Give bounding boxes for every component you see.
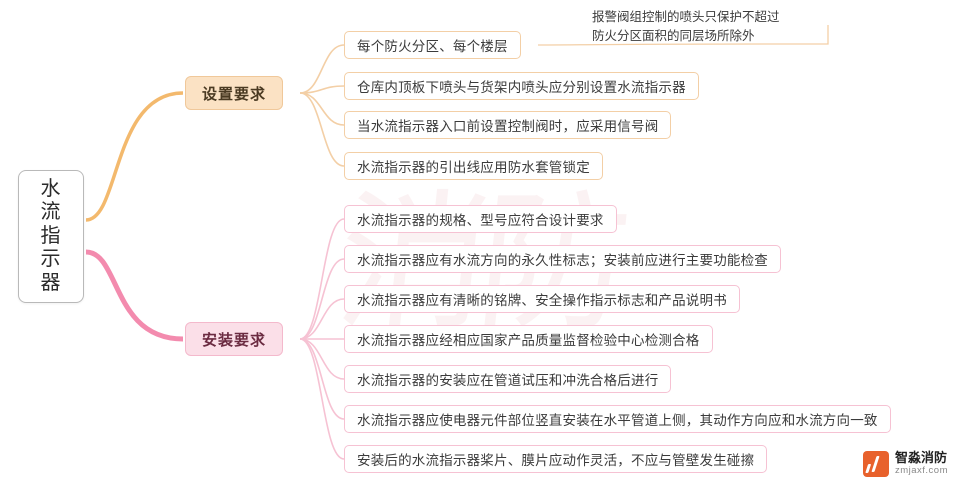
leaf-setup-1[interactable]: 每个防火分区、每个楼层 <box>344 31 521 59</box>
branch-node-install[interactable]: 安装要求 <box>185 322 284 356</box>
leaf-install-5[interactable]: 水流指示器的安装应在管道试压和冲洗合格后进行 <box>344 365 672 393</box>
branch-node-install-label: 安装要求 <box>202 331 267 349</box>
logo-title: 智淼消防 <box>894 450 947 466</box>
leaf-install-2-label: 水流指示器应有水流方向的永久性标志；安装前应进行主要功能检查 <box>357 253 768 268</box>
leaf-install-7[interactable]: 安装后的水流指示器桨片、膜片应动作灵活，不应与管壁发生碰擦 <box>344 445 768 473</box>
leaf-setup-2-label: 仓库内顶板下喷头与货架内喷头应分别设置水流指示器 <box>357 80 686 95</box>
site-logo: 智淼消防 zmjaxf.com <box>862 450 948 477</box>
leaf-install-1[interactable]: 水流指示器的规格、型号应符合设计要求 <box>344 205 617 233</box>
leaf-setup-2[interactable]: 仓库内顶板下喷头与货架内喷头应分别设置水流指示器 <box>344 72 699 100</box>
leaf-install-3-label: 水流指示器应有清晰的铭牌、安全操作指示标志和产品说明书 <box>357 293 727 308</box>
root-node-label: 水流指示器 <box>40 177 62 294</box>
leaf-install-1-label: 水流指示器的规格、型号应符合设计要求 <box>357 213 604 228</box>
leaf-setup-4[interactable]: 水流指示器的引出线应用防水套管锁定 <box>344 152 603 180</box>
leaf-install-2[interactable]: 水流指示器应有水流方向的永久性标志；安装前应进行主要功能检查 <box>344 245 781 273</box>
leaf-install-3[interactable]: 水流指示器应有清晰的铭牌、安全操作指示标志和产品说明书 <box>344 285 740 313</box>
root-node[interactable]: 水流指示器 <box>18 170 84 303</box>
leaf-install-6-label: 水流指示器应使电器元件部位竖直安装在水平管道上侧，其动作方向应和水流方向一致 <box>357 413 878 428</box>
branch-node-setup[interactable]: 设置要求 <box>185 76 284 110</box>
leaf-setup-3-label: 当水流指示器入口前设置控制阀时，应采用信号阀 <box>357 119 659 134</box>
leaf-setup-1-label: 每个防火分区、每个楼层 <box>357 39 508 54</box>
leaf-install-7-label: 安装后的水流指示器桨片、膜片应动作灵活，不应与管壁发生碰擦 <box>357 453 755 468</box>
leaf-setup-3[interactable]: 当水流指示器入口前设置控制阀时，应采用信号阀 <box>344 111 672 139</box>
flame-logo-icon <box>862 451 889 477</box>
annotation-note: 报警阀组控制的喷头只保护不超过 防火分区面积的同层场所除外 <box>592 10 780 43</box>
leaf-setup-4-label: 水流指示器的引出线应用防水套管锁定 <box>357 160 590 175</box>
logo-subtitle: zmjaxf.com <box>894 465 948 476</box>
leaf-install-4-label: 水流指示器应经相应国家产品质量监督检验中心检测合格 <box>357 333 700 348</box>
branch-node-setup-label: 设置要求 <box>202 85 267 103</box>
logo-slash-primary <box>871 456 881 472</box>
leaf-install-5-label: 水流指示器的安装应在管道试压和冲洗合格后进行 <box>357 373 659 388</box>
leaf-install-4[interactable]: 水流指示器应经相应国家产品质量监督检验中心检测合格 <box>344 325 713 353</box>
logo-text-block: 智淼消防 zmjaxf.com <box>894 450 948 477</box>
leaf-install-6[interactable]: 水流指示器应使电器元件部位竖直安装在水平管道上侧，其动作方向应和水流方向一致 <box>344 405 891 433</box>
